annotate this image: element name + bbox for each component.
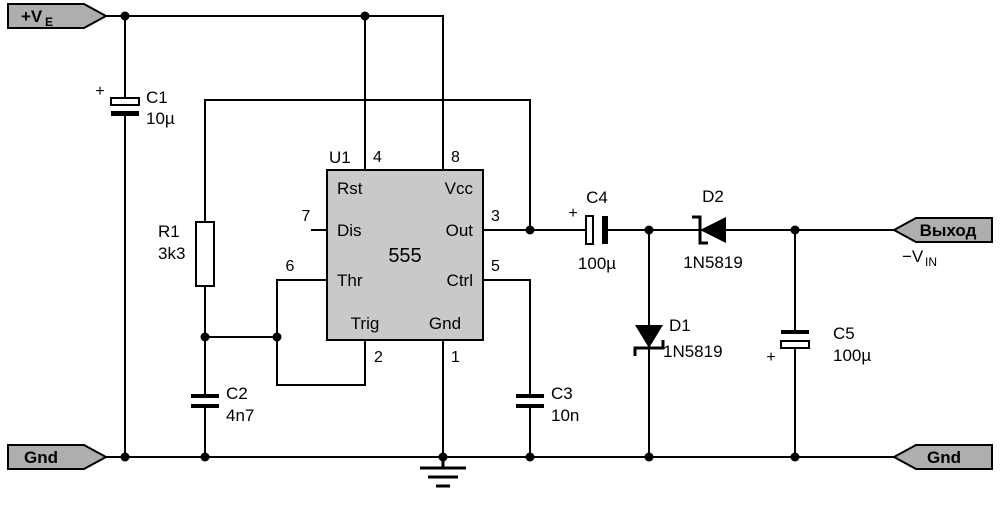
c1-negative-plate (111, 111, 139, 116)
output-tag-label: Выход (920, 221, 977, 240)
wire-ctrl-pin (483, 279, 531, 394)
capacitor-c5: + C5 100µ (766, 324, 871, 366)
vplus-tag-label: +V (21, 7, 43, 26)
pin-number-6: 6 (286, 258, 295, 275)
capacitor-c2: C2 4n7 (191, 384, 254, 425)
c1-value-label: 10µ (146, 109, 175, 128)
d1-value-label: 1N5819 (663, 342, 723, 361)
wires (106, 15, 894, 458)
pin-number-3: 3 (491, 208, 500, 225)
wire-top-rail (106, 15, 444, 170)
earth-ground-icon (420, 457, 466, 488)
net-tags: +V E Gnd Выход −V IN Gnd (7, 3, 993, 470)
pin-number-1: 1 (451, 349, 460, 366)
wire-out-feedback (204, 99, 531, 230)
ic-part-label: 555 (388, 245, 421, 267)
output-value-label-sub: IN (925, 255, 937, 269)
c3-value-label: 10n (551, 406, 579, 425)
c1-polarity-mark: + (95, 83, 104, 100)
c2-plate-top (191, 394, 219, 398)
gnd-left-tag-label: Gnd (24, 448, 58, 467)
junction-dot (120, 11, 130, 21)
c2-ref-label: C2 (226, 384, 248, 403)
c3-plate-top (516, 394, 544, 398)
pin-number-4: 4 (373, 149, 382, 166)
junction-dots (120, 11, 800, 462)
d2-anode-triangle (700, 217, 726, 243)
d1-schottky-cathode-bar (633, 340, 665, 356)
c4-value-label: 100µ (578, 254, 616, 273)
diode-d1: D1 1N5819 (633, 316, 723, 361)
pin-label-out: Out (446, 221, 474, 240)
d2-ref-label: D2 (702, 187, 724, 206)
junction-dot (790, 225, 800, 235)
d1-anode-triangle (635, 325, 663, 348)
c3-ref-label: C3 (551, 384, 573, 403)
gnd-left-tag-shape (7, 444, 109, 470)
junction-dot (360, 11, 370, 21)
c3-plate-bottom (516, 404, 544, 408)
junction-dot (790, 452, 800, 462)
c5-positive-plate (780, 340, 810, 349)
gnd-right-tag-shape (891, 444, 993, 470)
gnd-right-tag-label: Gnd (927, 448, 961, 467)
junction-dot (120, 452, 130, 462)
c1-ref-label: C1 (146, 88, 168, 107)
pin-number-5: 5 (491, 258, 500, 275)
capacitor-c3: C3 10n (516, 384, 579, 425)
pin-number-8: 8 (451, 149, 460, 166)
d2-value-label: 1N5819 (683, 253, 743, 272)
ic-ref-label: U1 (329, 148, 351, 167)
capacitor-c1: + C1 10µ (95, 83, 175, 128)
pin-label-gnd: Gnd (429, 314, 461, 333)
pin-number-7: 7 (302, 208, 311, 225)
pin-label-dis: Dis (337, 221, 362, 240)
output-value-label: −V (902, 247, 924, 266)
d1-ref-label: D1 (669, 316, 691, 335)
resistor-r1: R1 3k3 (158, 221, 215, 287)
pin-label-vcc: Vcc (445, 179, 474, 198)
junction-dot (200, 332, 210, 342)
pin-number-2: 2 (374, 349, 383, 366)
c4-polarity-mark: + (568, 205, 577, 222)
r1-ref-label: R1 (158, 222, 180, 241)
c5-polarity-mark: + (766, 349, 775, 366)
c2-value-label: 4n7 (226, 406, 254, 425)
junction-dot (525, 225, 535, 235)
c2-plate-bottom (191, 404, 219, 408)
c1-positive-plate (110, 97, 140, 106)
d2-schottky-cathode-bar (692, 215, 708, 245)
junction-dot (200, 452, 210, 462)
wire-thr-trig-link (276, 279, 366, 386)
ic-555: U1 555 Rst Vcc Dis Thr Trig Out Ctrl Gnd… (286, 148, 500, 366)
r1-body (195, 221, 215, 287)
r1-value-label: 3k3 (158, 244, 185, 263)
pin-label-ctrl: Ctrl (447, 271, 473, 290)
c4-negative-plate (602, 216, 608, 244)
c5-value-label: 100µ (833, 346, 871, 365)
output-tag-shape (891, 217, 993, 243)
capacitor-c4: + C4 100µ (568, 188, 616, 273)
c4-ref-label: C4 (586, 188, 608, 207)
pin-label-trig: Trig (351, 314, 380, 333)
ic-555-body (326, 169, 484, 341)
c5-ref-label: C5 (833, 324, 855, 343)
pin-label-thr: Thr (337, 271, 363, 290)
vplus-tag-label-sub: E (45, 15, 53, 29)
diode-d2: D2 1N5819 (683, 187, 743, 272)
junction-dot (644, 225, 654, 235)
c4-positive-plate (585, 215, 594, 245)
junction-dot (525, 452, 535, 462)
junction-dot (644, 452, 654, 462)
junction-dot (272, 332, 282, 342)
pin-label-rst: Rst (337, 179, 363, 198)
c5-negative-plate (781, 330, 809, 334)
vplus-tag-shape (7, 3, 109, 29)
